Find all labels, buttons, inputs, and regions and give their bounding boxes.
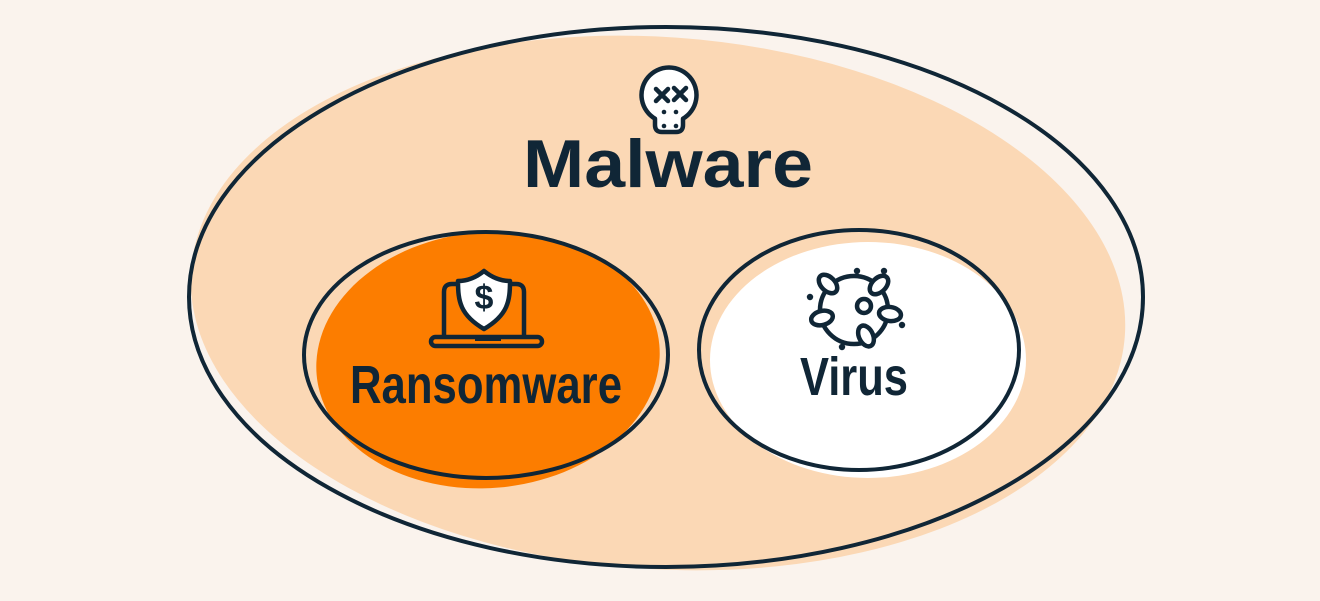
virus-bump (808, 308, 836, 328)
virus-germ-icon (806, 267, 906, 351)
virus-bump (876, 304, 904, 324)
virus-outer-dots (806, 267, 906, 351)
virus-set-outline (697, 228, 1021, 472)
ransomware-label: Ransomware (350, 355, 622, 415)
virus-label: Virus (800, 347, 908, 407)
malware-label: Malware (523, 126, 813, 202)
skull-nose-teeth-dots (661, 109, 679, 129)
laptop-shield-dollar-icon: $ (428, 268, 545, 349)
shield (455, 268, 513, 332)
virus-set-fill (710, 242, 1026, 478)
ransomware-set-fill (316, 231, 660, 489)
virus-bump (816, 272, 840, 296)
virus-inner-ring (854, 296, 874, 316)
malware-set-outline (187, 25, 1145, 569)
virus-bump (867, 273, 891, 297)
virus-bump (855, 323, 877, 349)
skull-crossed-eyes (653, 85, 689, 104)
dollar-symbol: $ (475, 279, 494, 317)
skull-icon (639, 65, 699, 135)
ransomware-set-outline (302, 230, 670, 480)
